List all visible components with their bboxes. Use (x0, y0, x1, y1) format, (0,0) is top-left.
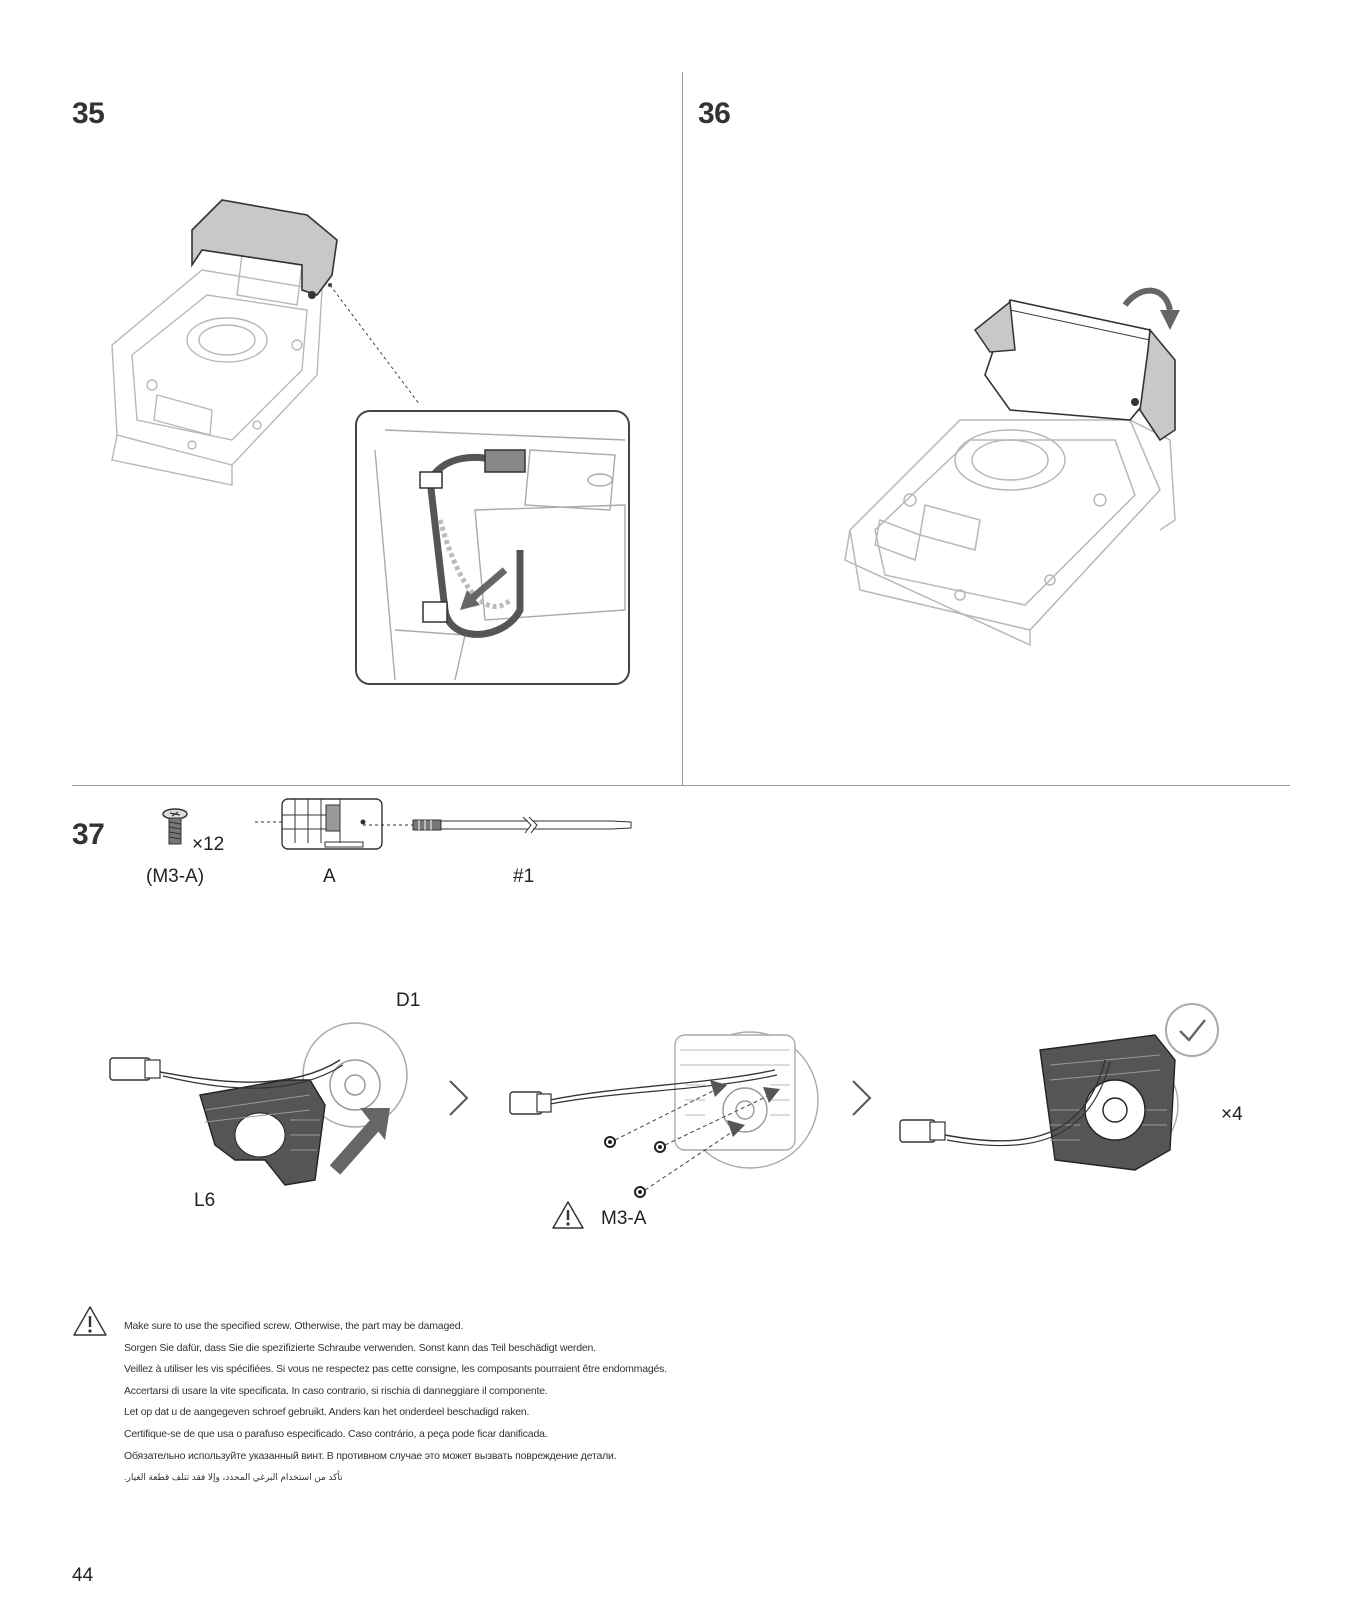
screw-card-icon (255, 798, 383, 850)
warning-screw-label: M3-A (601, 1208, 647, 1229)
vertical-divider (682, 72, 683, 785)
warning-text-nl: Let op dat u de aangegeven schroef gebru… (124, 1406, 530, 1419)
check-icon (1165, 1003, 1219, 1057)
step-35-number: 35 (72, 97, 105, 130)
warning-text-ru: Обязательно используйте указанный винт. … (124, 1449, 617, 1462)
step-37-number: 37 (72, 818, 105, 851)
screwdriver-icon (363, 816, 632, 834)
warning-icon (73, 1306, 107, 1336)
step-36-number: 36 (698, 97, 731, 130)
completed-assembly-illustration (899, 1034, 1179, 1171)
driver-label: #1 (513, 866, 535, 887)
warning-notes: Make sure to use the specified screw. Ot… (124, 1316, 1024, 1489)
warning-icon (552, 1201, 584, 1229)
warning-text-it: Accertarsi di usare la vite specificata.… (124, 1384, 548, 1397)
card-label: A (323, 866, 336, 887)
connector-leader-line (328, 283, 421, 406)
repeat-count: ×4 (1221, 1104, 1243, 1125)
warning-text-ar: تأكد من استخدام البرغي المحدد، وإلا فقد … (124, 1472, 343, 1483)
part-l6-label: L6 (194, 1190, 216, 1211)
horizontal-divider (72, 785, 1290, 786)
step-35-drone-illustration (111, 199, 338, 486)
part-d1-label: D1 (396, 990, 421, 1011)
curved-arrow-icon (1122, 287, 1180, 330)
screw-icon (162, 808, 188, 845)
page-number: 44 (72, 1565, 94, 1586)
chevron-right-icon (449, 1080, 469, 1116)
screw-installation-illustration (509, 1031, 819, 1198)
cable-routing-detail (355, 410, 630, 685)
warning-text-fr: Veillez à utiliser les vis spécifiées. S… (124, 1363, 667, 1376)
warning-text-en: Make sure to use the specified screw. Ot… (124, 1320, 464, 1332)
step-36-drone-illustration (844, 299, 1176, 647)
warning-text-de: Sorgen Sie dafür, dass Sie die spezifizi… (124, 1341, 596, 1354)
warning-text-pt: Certifique-se de que usa o parafuso espe… (124, 1427, 548, 1440)
chevron-right-icon (852, 1080, 872, 1116)
screw-quantity: ×12 (192, 834, 225, 855)
screw-type-label: (M3-A) (146, 866, 205, 887)
motor-mount-assembly (109, 1022, 408, 1186)
